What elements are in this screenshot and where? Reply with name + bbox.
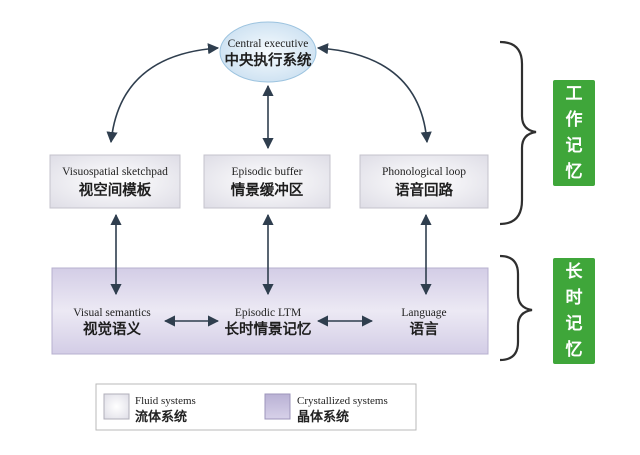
episodic-ltm-node: Episodic LTM 长时情景记忆 bbox=[225, 307, 312, 338]
legend-crystallized-swatch bbox=[264, 393, 291, 420]
long-term-memory-char: 长 bbox=[565, 262, 583, 282]
legend: Fluid systems 流体系统 Crystallized systems … bbox=[95, 383, 417, 431]
legend-fluid-swatch bbox=[103, 393, 130, 420]
episodic-buffer-node: Episodic buffer 情景缓冲区 bbox=[203, 154, 331, 209]
working-memory-char: 作 bbox=[565, 110, 583, 130]
long-term-memory-char: 时 bbox=[565, 288, 583, 308]
visuospatial-zh: 视空间模板 bbox=[79, 181, 152, 199]
legend-crystallized-zh: 晶体系统 bbox=[297, 409, 349, 425]
phonological-zh: 语音回路 bbox=[395, 181, 453, 199]
phonological-loop-node: Phonological loop 语音回路 bbox=[359, 154, 489, 209]
language-node: Language 语言 bbox=[401, 307, 446, 338]
central-executive-en: Central executive bbox=[228, 38, 309, 50]
long-term-memory-char: 记 bbox=[565, 314, 583, 334]
working-memory-brace bbox=[499, 40, 537, 226]
visuospatial-en: Visuospatial sketchpad bbox=[62, 166, 168, 178]
long-term-memory-brace bbox=[499, 254, 533, 362]
legend-frame bbox=[95, 383, 417, 431]
long-term-memory-char: 忆 bbox=[565, 340, 583, 360]
legend-fluid-en: Fluid systems bbox=[135, 395, 196, 407]
working-memory-char: 记 bbox=[565, 136, 583, 156]
episodic-buffer-zh: 情景缓冲区 bbox=[231, 181, 304, 199]
working-memory-char: 工 bbox=[565, 84, 583, 104]
arrow-central-phonological bbox=[316, 43, 432, 144]
working-memory-char: 忆 bbox=[565, 162, 583, 182]
legend-crystallized-en: Crystallized systems bbox=[297, 395, 388, 407]
visual-semantics-zh: 视觉语义 bbox=[83, 320, 141, 338]
episodic-buffer-en: Episodic buffer bbox=[231, 166, 302, 178]
long-term-memory-label: 长 时 记 忆 bbox=[553, 258, 595, 364]
visual-semantics-en: Visual semantics bbox=[73, 307, 151, 319]
visual-semantics-node: Visual semantics 视觉语义 bbox=[73, 307, 151, 338]
central-executive-node: Central executive 中央执行系统 bbox=[219, 21, 317, 83]
arrow-central-visuospatial bbox=[106, 43, 220, 144]
central-executive-zh: 中央执行系统 bbox=[225, 51, 312, 69]
visuospatial-sketchpad-node: Visuospatial sketchpad 视空间模板 bbox=[49, 154, 181, 209]
phonological-en: Phonological loop bbox=[382, 166, 466, 178]
episodic-ltm-en: Episodic LTM bbox=[235, 307, 301, 319]
legend-fluid-zh: 流体系统 bbox=[135, 409, 187, 425]
working-memory-label: 工 作 记 忆 bbox=[553, 80, 595, 186]
episodic-ltm-zh: 长时情景记忆 bbox=[225, 320, 312, 338]
language-en: Language bbox=[401, 307, 446, 319]
language-zh: 语言 bbox=[410, 320, 439, 338]
